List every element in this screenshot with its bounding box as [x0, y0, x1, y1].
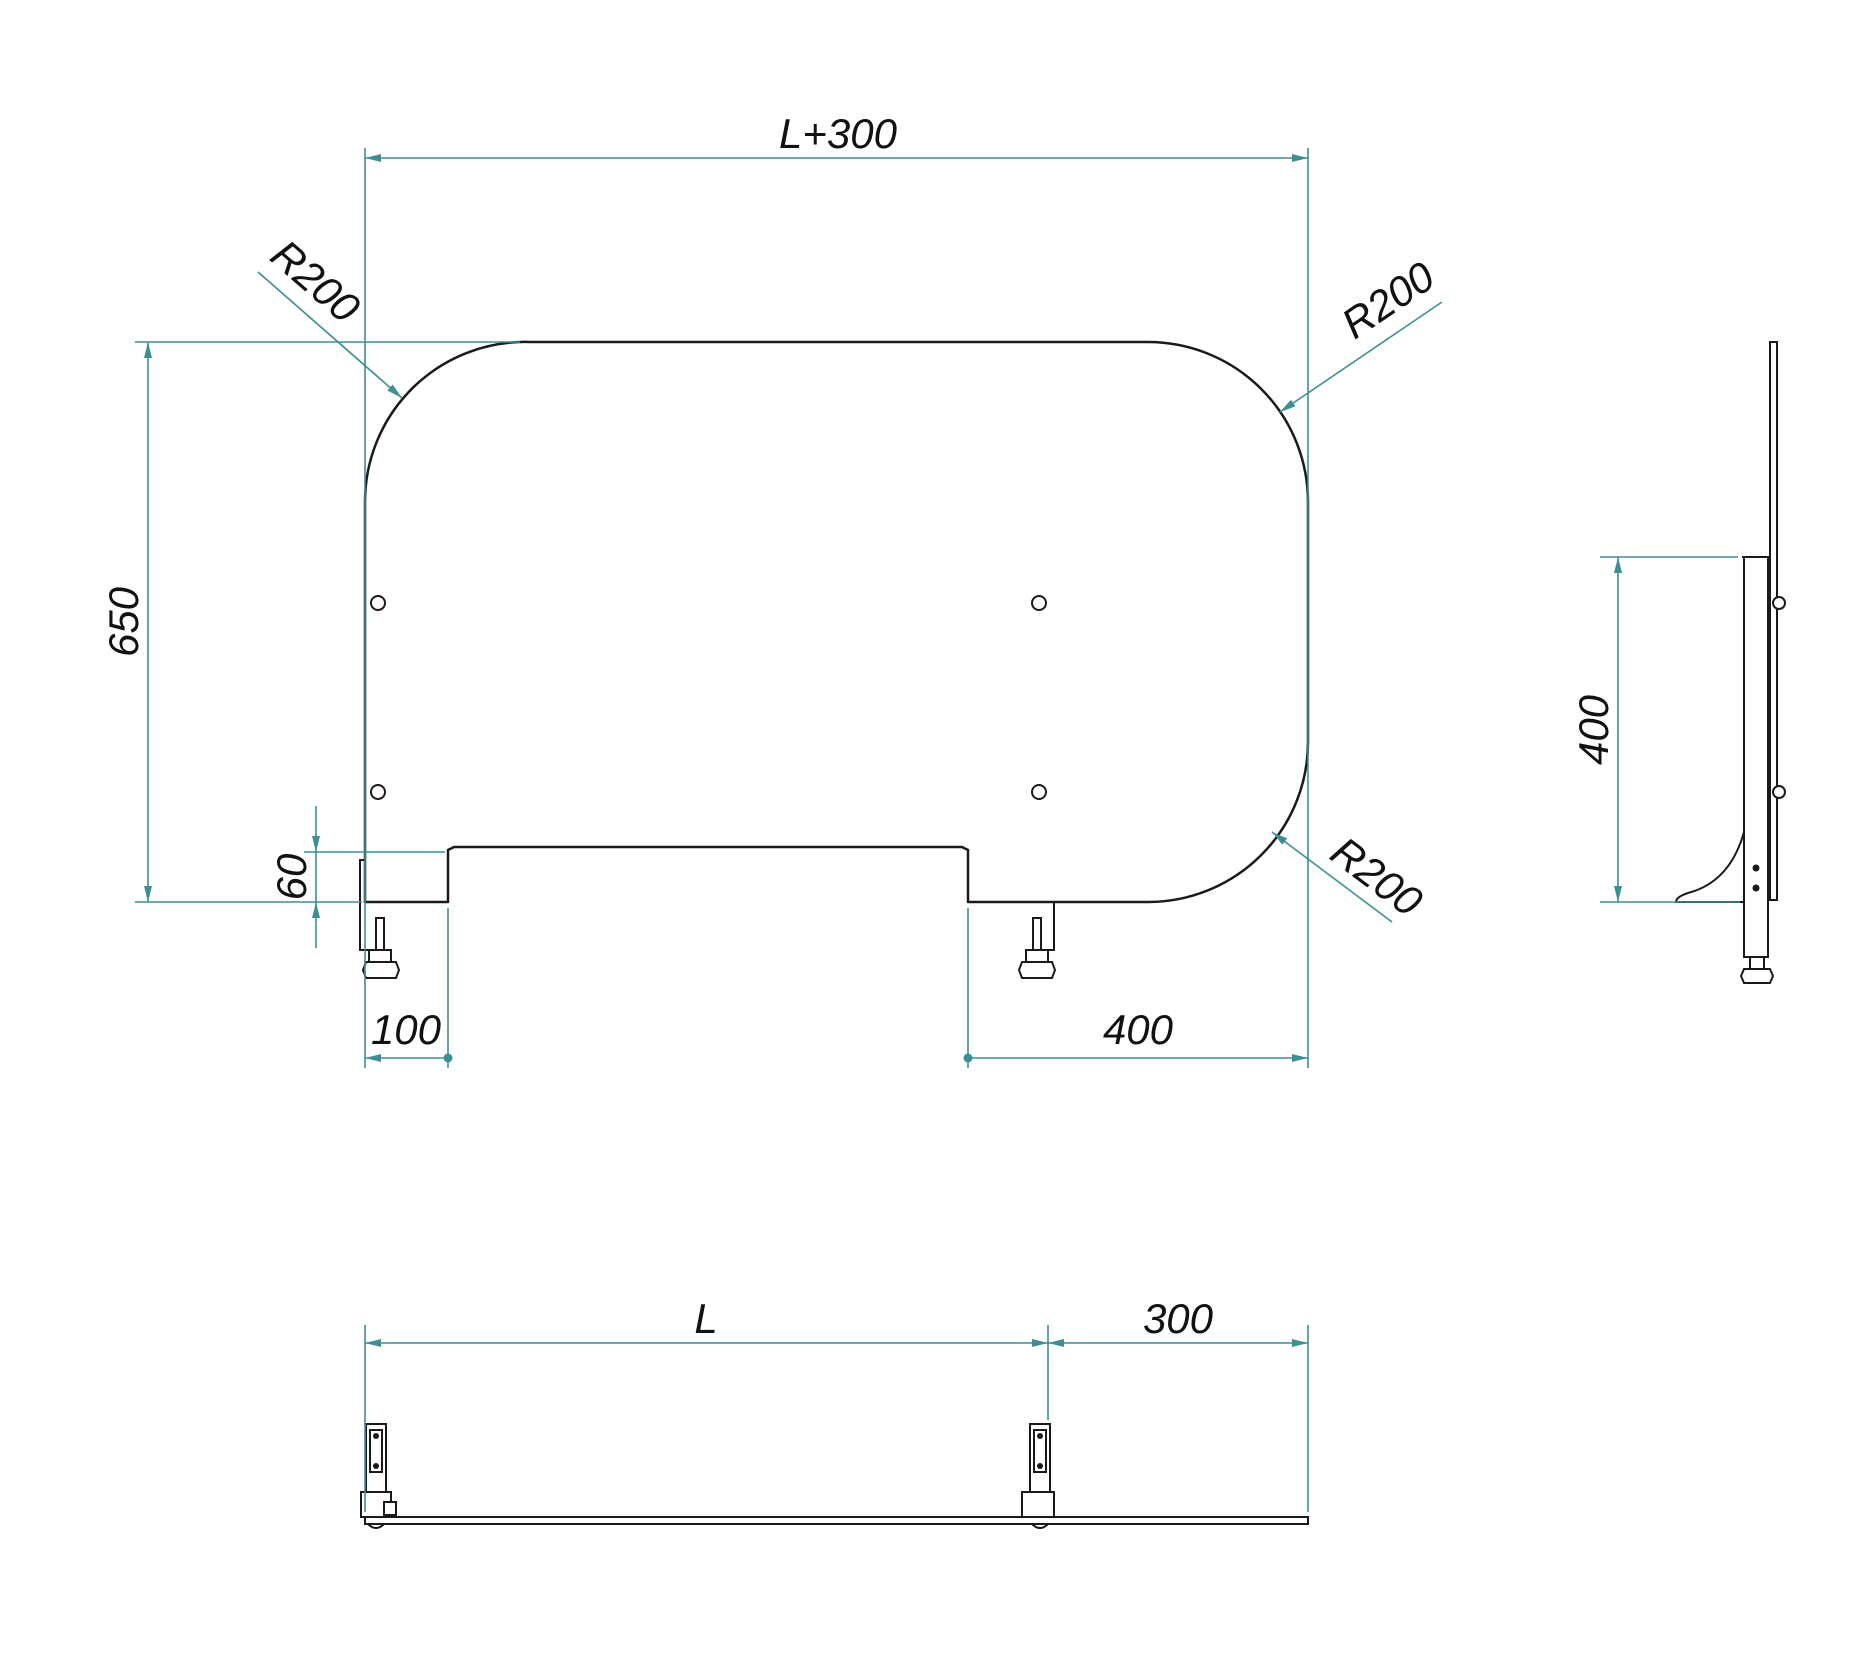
top-panel — [364, 1516, 1309, 1525]
dim-label-height: 650 — [100, 586, 147, 657]
mounting-hole — [1031, 784, 1047, 800]
dim-label-notch: 60 — [268, 853, 315, 900]
dim-label-overhang: 300 — [1143, 1295, 1214, 1342]
right-foot — [1017, 901, 1057, 979]
extension-lines — [135, 148, 1309, 1068]
left-foot — [359, 859, 401, 979]
mounting-hole — [1031, 595, 1047, 611]
dim-label-overall-width: L+300 — [779, 110, 898, 157]
top-right-bracket — [1021, 1423, 1055, 1529]
side-post — [1743, 556, 1769, 958]
mounting-hole — [370, 595, 386, 611]
dim-label-radius-top-left: R200 — [262, 230, 369, 332]
top-left-bracket — [360, 1423, 397, 1529]
dim-label-left-offset: 100 — [371, 1006, 442, 1053]
dim-label-right-offset: 400 — [1103, 1006, 1174, 1053]
leader-radius-top-right — [1279, 301, 1443, 413]
dim-label-side-height: 400 — [1570, 694, 1617, 765]
mounting-hole — [370, 784, 386, 800]
front-view: L+300 650 60 100 400 R200 R200 R200 — [100, 110, 1443, 1068]
leader-radius-top-left — [257, 271, 403, 399]
side-panel-edge — [1769, 341, 1778, 901]
dim-label-length: L — [694, 1295, 717, 1342]
top-view: L 300 — [360, 1295, 1309, 1529]
dim-label-radius-top-right: R200 — [1333, 252, 1443, 347]
side-gusset — [1674, 831, 1745, 903]
leader-radius-bottom-right — [1271, 831, 1393, 923]
panel-outline — [363, 340, 1310, 904]
side-view: 400 — [1570, 341, 1786, 984]
